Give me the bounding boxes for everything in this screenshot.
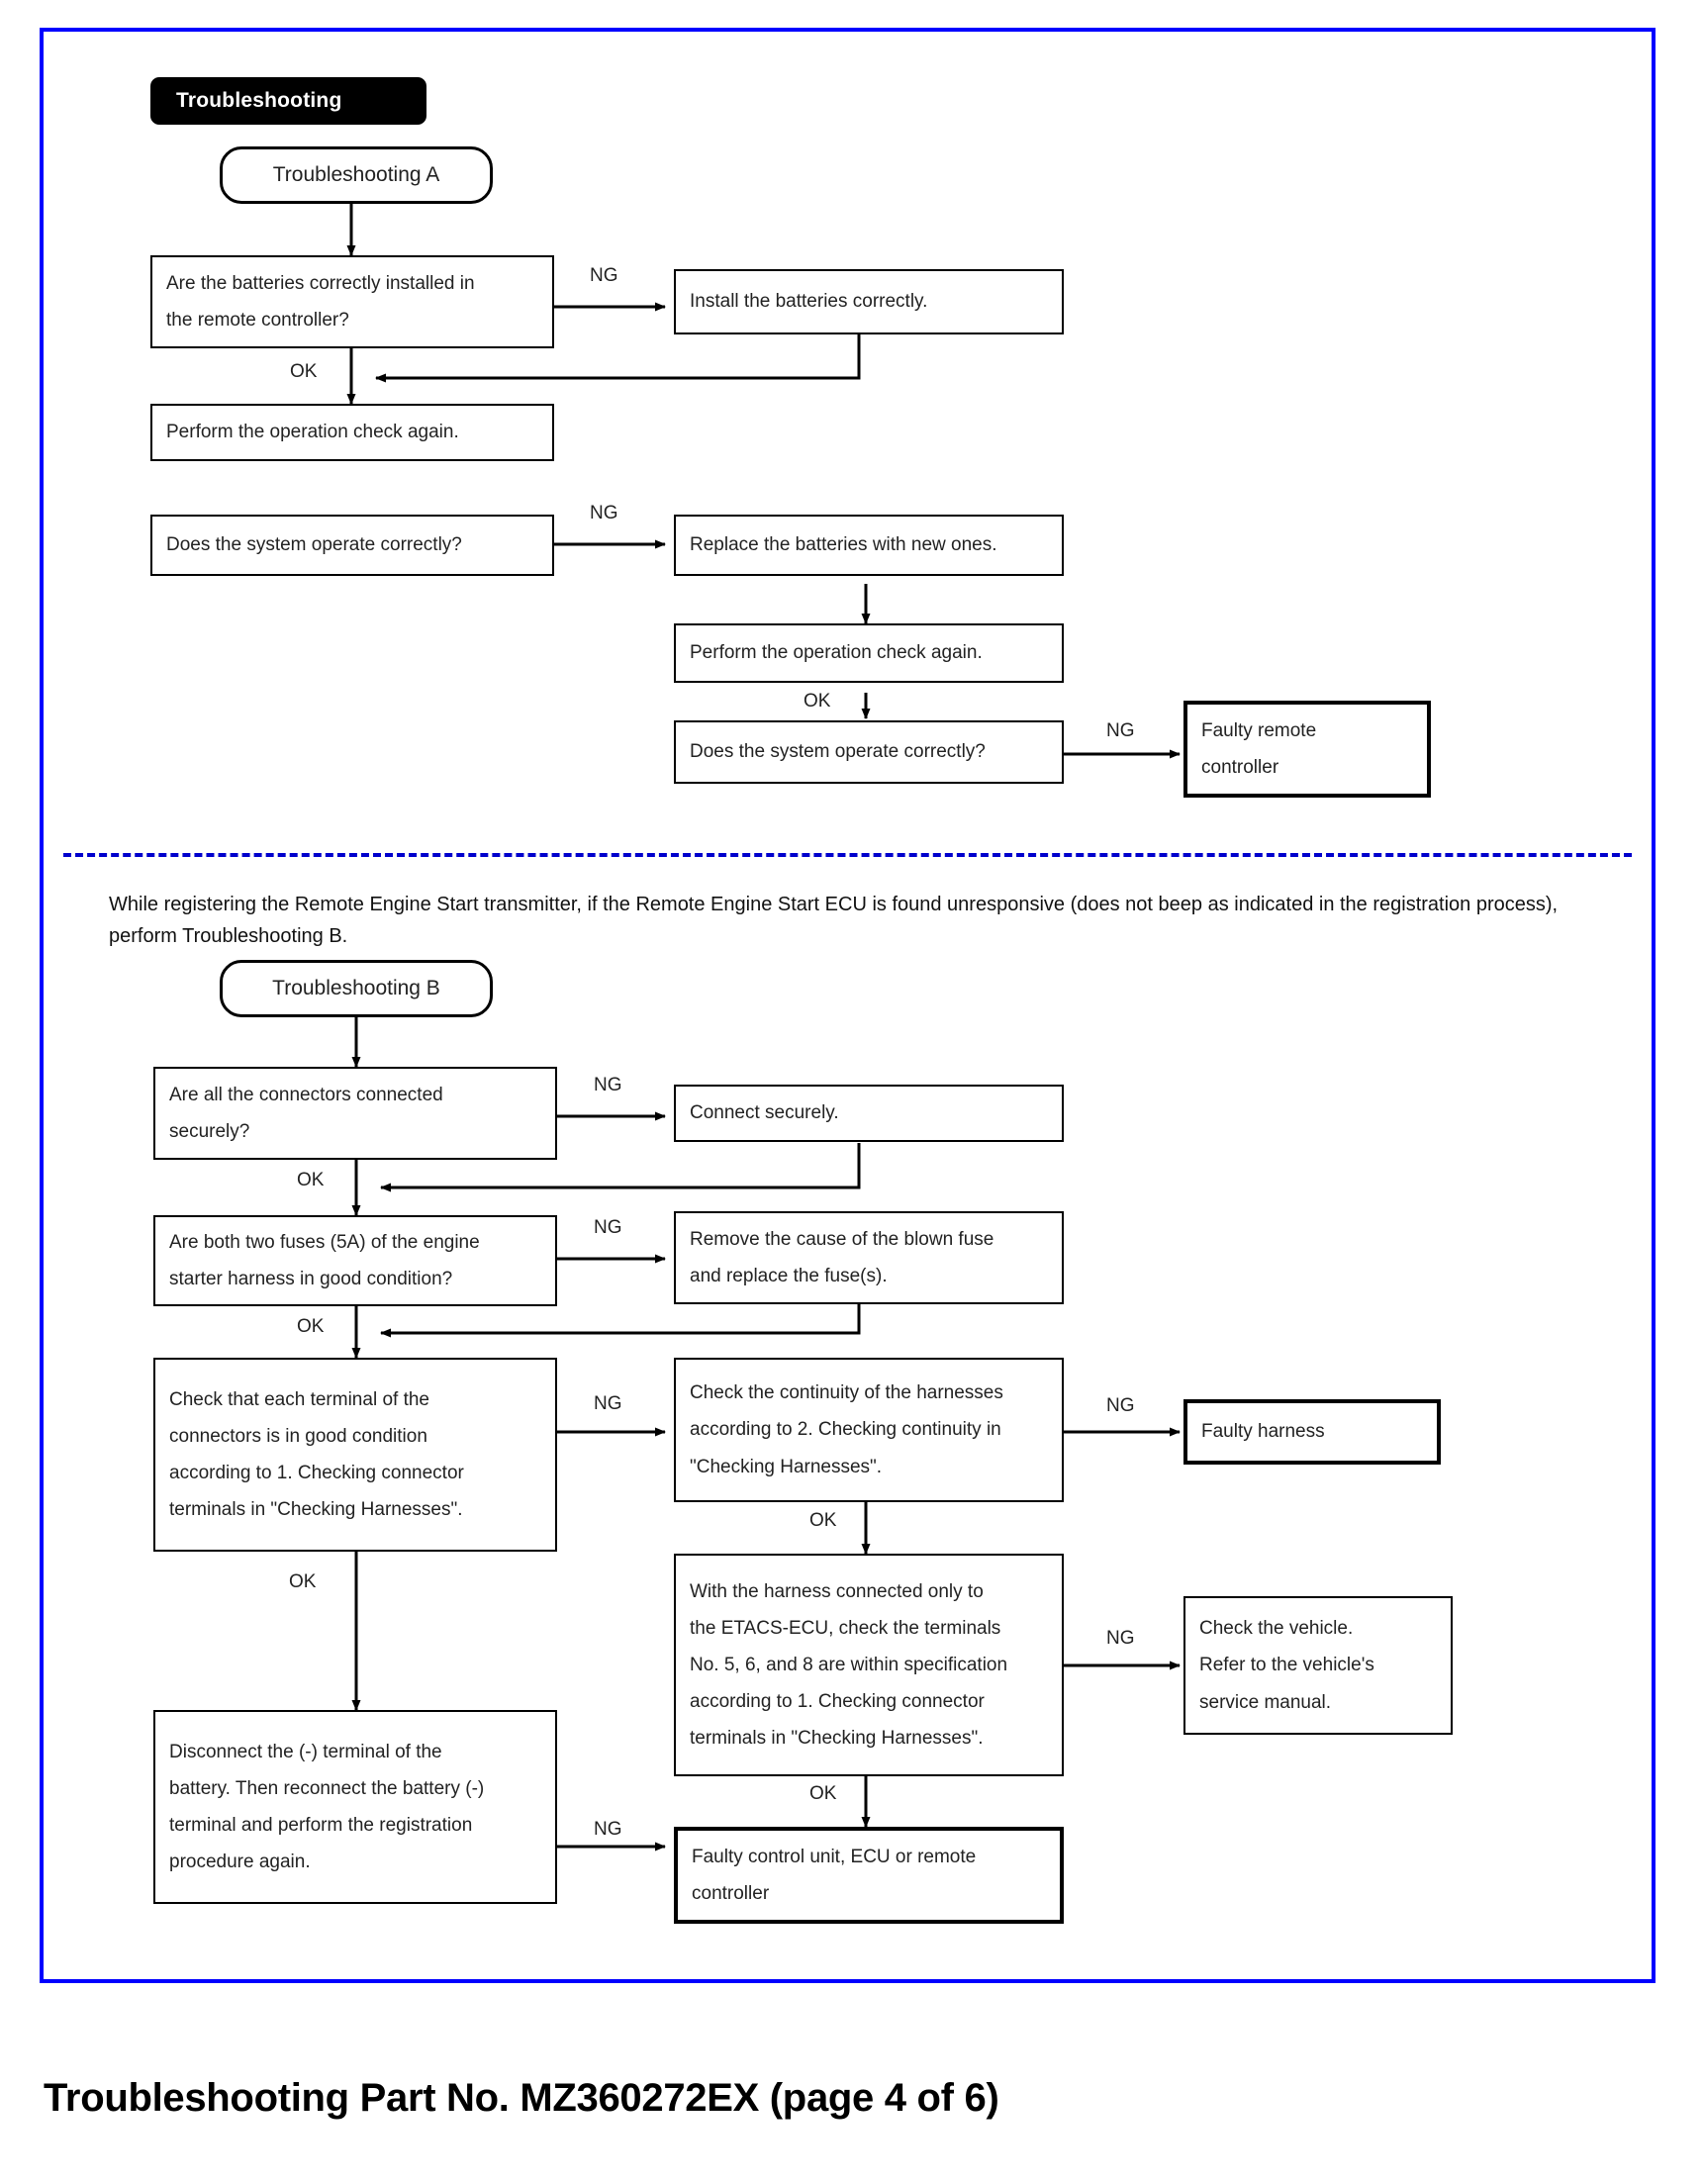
- flow-a-action-2: Replace the batteries with new ones.: [674, 515, 1064, 576]
- edge-label-ng: NG: [594, 1217, 622, 1238]
- flow-a-action-1: Install the batteries correctly.: [674, 269, 1064, 334]
- flow-b-action-2: Remove the cause of the blown fuse and r…: [674, 1211, 1064, 1304]
- flow-a-question-2: Does the system operate correctly?: [150, 515, 554, 576]
- flow-b-question-4: Check the continuity of the harnesses ac…: [674, 1358, 1064, 1502]
- flow-b-action-1: Connect securely.: [674, 1085, 1064, 1142]
- section-badge: Troubleshooting: [150, 77, 426, 125]
- flow-b-question-1: Are all the connectors connected securel…: [153, 1067, 557, 1160]
- edge-label-ng: NG: [594, 1819, 622, 1840]
- flow-b-end-faulty-harness: Faulty harness: [1183, 1399, 1441, 1465]
- edge-label-ng: NG: [1106, 720, 1135, 741]
- flow-b-end-check-vehicle: Check the vehicle. Refer to the vehicle'…: [1183, 1596, 1453, 1735]
- edge-label-ng: NG: [1106, 1628, 1135, 1649]
- edge-label-ng: NG: [590, 503, 618, 523]
- edge-label-ng: NG: [594, 1075, 622, 1095]
- flow-a-end-faulty-remote: Faulty remote controller: [1183, 701, 1431, 798]
- flow-a-step-1: Perform the operation check again.: [150, 404, 554, 461]
- edge-label-ng: NG: [594, 1393, 622, 1414]
- flow-a-question-3: Does the system operate correctly?: [674, 720, 1064, 784]
- edge-label-ok: OK: [809, 1510, 837, 1531]
- flow-a-step-2: Perform the operation check again.: [674, 623, 1064, 683]
- flow-a-start: Troubleshooting A: [220, 146, 493, 204]
- edge-label-ok: OK: [290, 361, 318, 382]
- flow-b-question-5: With the harness connected only to the E…: [674, 1554, 1064, 1776]
- edge-label-ng: NG: [590, 265, 618, 286]
- section-note: While registering the Remote Engine Star…: [109, 894, 1559, 948]
- edge-label-ok: OK: [297, 1170, 325, 1190]
- flow-b-question-3: Check that each terminal of the connecto…: [153, 1358, 557, 1552]
- page-footer: Troubleshooting Part No. MZ360272EX (pag…: [44, 2076, 999, 2120]
- edge-label-ok: OK: [804, 691, 831, 712]
- edge-label-ok: OK: [289, 1571, 317, 1592]
- edge-label-ok: OK: [297, 1316, 325, 1337]
- flow-b-question-6: Disconnect the (-) terminal of the batte…: [153, 1710, 557, 1904]
- edge-label-ok: OK: [809, 1783, 837, 1804]
- flow-b-question-2: Are both two fuses (5A) of the engine st…: [153, 1215, 557, 1306]
- flow-a-question-1: Are the batteries correctly installed in…: [150, 255, 554, 348]
- flow-b-start: Troubleshooting B: [220, 960, 493, 1017]
- edge-label-ng: NG: [1106, 1395, 1135, 1416]
- flow-b-end-faulty-control-unit: Faulty control unit, ECU or remote contr…: [674, 1827, 1064, 1924]
- section-divider: [63, 853, 1632, 857]
